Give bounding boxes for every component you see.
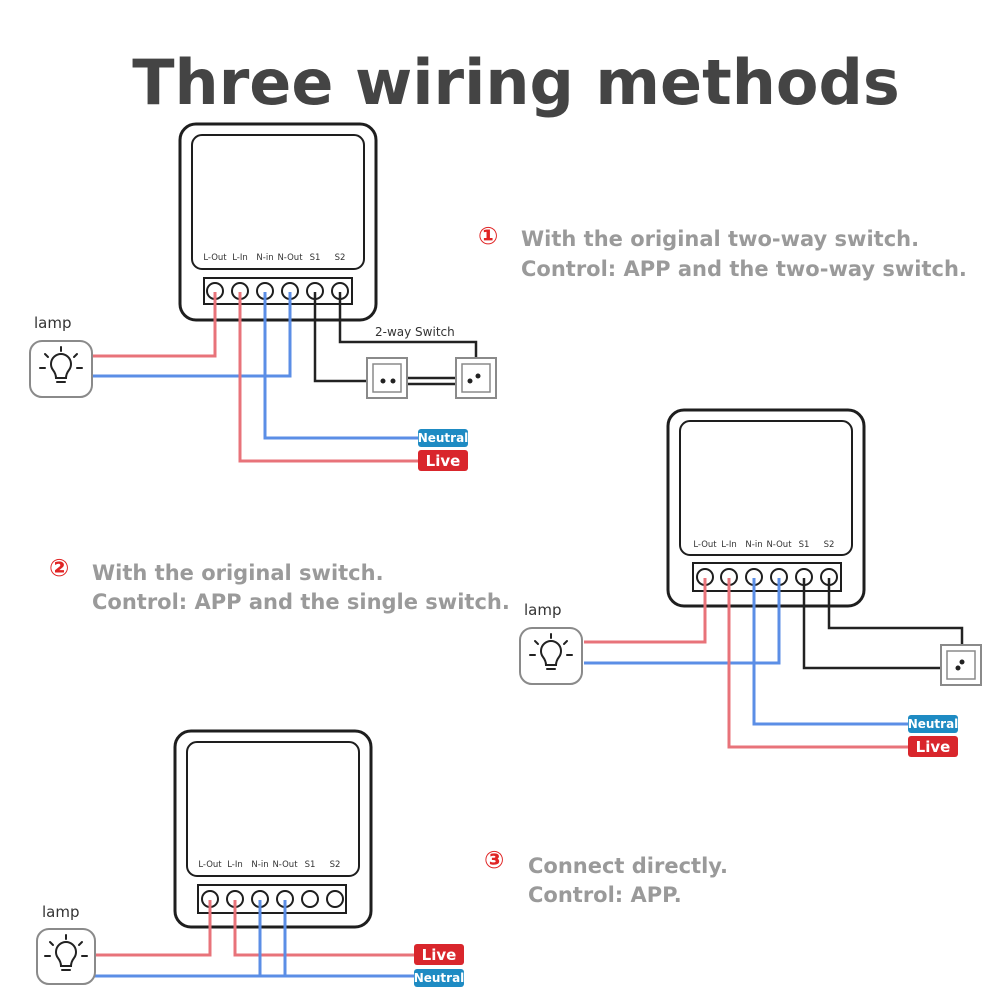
svg-text:S1: S1 bbox=[310, 253, 321, 263]
wire-live-in bbox=[727, 578, 910, 749]
wire-s1 bbox=[313, 292, 380, 383]
method-2-caption: ② With the original switch. Control: APP… bbox=[49, 554, 510, 614]
wire-n-out-to-lamp bbox=[584, 578, 781, 665]
svg-text:N-Out: N-Out bbox=[272, 860, 298, 870]
svg-text:S2: S2 bbox=[330, 860, 341, 870]
wire-neutral-in bbox=[263, 292, 420, 440]
lamp-label: lamp bbox=[524, 601, 562, 619]
wire-l-out-to-lamp bbox=[584, 578, 707, 644]
svg-text:L-Out: L-Out bbox=[198, 860, 222, 870]
method-number: ③ bbox=[484, 846, 504, 874]
live-badge: Live bbox=[414, 944, 464, 965]
svg-text:S2: S2 bbox=[824, 540, 835, 550]
svg-text:N-in: N-in bbox=[256, 253, 273, 263]
neutral-badge: Neutral bbox=[414, 969, 465, 987]
wire-neutral-in bbox=[752, 578, 910, 726]
svg-text:Control: APP.: Control: APP. bbox=[528, 883, 682, 907]
neutral-badge: Neutral bbox=[908, 715, 959, 733]
svg-text:With the original switch.: With the original switch. bbox=[92, 561, 384, 585]
svg-text:N-Out: N-Out bbox=[277, 253, 303, 263]
method-3-diagram: L-Out L-In N-in N-Out S1 S2 lamp bbox=[36, 729, 465, 987]
svg-text:L-Out: L-Out bbox=[203, 253, 227, 263]
svg-text:With the original two-way swit: With the original two-way switch. bbox=[521, 227, 919, 251]
method-1-caption: ① With the original two-way switch. Cont… bbox=[478, 222, 967, 281]
svg-text:L-In: L-In bbox=[232, 253, 248, 263]
live-badge: Live bbox=[418, 450, 468, 471]
smart-switch-module: L-Out L-In N-in N-Out S1 S2 bbox=[173, 729, 373, 929]
lightbulb-icon bbox=[29, 340, 93, 398]
page-title: Three wiring methods bbox=[132, 46, 899, 119]
wire-l-out-to-lamp bbox=[92, 292, 217, 358]
svg-text:L-In: L-In bbox=[721, 540, 737, 550]
terminal-labels: L-Out L-In N-in N-Out S1 S2 bbox=[693, 540, 834, 550]
method-2-diagram: L-Out L-In N-in N-Out S1 S2 bbox=[519, 408, 982, 757]
svg-text:Live: Live bbox=[426, 452, 461, 470]
svg-text:Neutral: Neutral bbox=[414, 971, 465, 985]
method-3-caption: ③ Connect directly. Control: APP. bbox=[484, 846, 728, 907]
svg-text:N-in: N-in bbox=[251, 860, 268, 870]
svg-text:L-In: L-In bbox=[227, 860, 243, 870]
svg-text:Neutral: Neutral bbox=[908, 717, 959, 731]
method-number: ① bbox=[478, 222, 498, 250]
svg-text:Connect directly.: Connect directly. bbox=[528, 854, 728, 878]
lightbulb-icon bbox=[36, 928, 96, 985]
svg-text:Neutral: Neutral bbox=[418, 431, 469, 445]
smart-switch-module: L-Out L-In N-in N-Out S1 S2 bbox=[178, 122, 378, 322]
lightbulb-icon bbox=[519, 627, 583, 685]
svg-text:Live: Live bbox=[422, 946, 457, 964]
svg-text:Control: APP and the single sw: Control: APP and the single switch. bbox=[92, 590, 510, 614]
neutral-badge: Neutral bbox=[418, 429, 469, 447]
wire-n-out-to-lamp bbox=[92, 292, 292, 378]
wire-live-in bbox=[238, 292, 420, 463]
wire-s1 bbox=[802, 578, 958, 670]
terminal-labels: L-Out L-In N-in N-Out S1 S2 bbox=[198, 860, 340, 870]
wall-switch-icon bbox=[940, 644, 982, 686]
lamp-label: lamp bbox=[34, 314, 72, 332]
svg-text:Control: APP and the two-way s: Control: APP and the two-way switch. bbox=[521, 257, 967, 281]
method-1-diagram: L-Out L-In N-in N-Out S1 S2 2-way Switch bbox=[29, 122, 497, 471]
method-number: ② bbox=[49, 554, 69, 582]
live-badge: Live bbox=[908, 736, 958, 757]
svg-text:N-in: N-in bbox=[745, 540, 762, 550]
wire-neutral-in bbox=[258, 900, 420, 978]
svg-text:N-Out: N-Out bbox=[766, 540, 792, 550]
smart-switch-module: L-Out L-In N-in N-Out S1 S2 bbox=[666, 408, 866, 608]
svg-text:S1: S1 bbox=[799, 540, 810, 550]
svg-text:Live: Live bbox=[916, 738, 951, 756]
wire-live-in bbox=[233, 900, 420, 957]
svg-text:L-Out: L-Out bbox=[693, 540, 717, 550]
lamp-label: lamp bbox=[42, 903, 80, 921]
wall-switch-icon bbox=[455, 357, 497, 399]
wall-switch-icon bbox=[366, 357, 408, 399]
terminal-labels: L-Out L-In N-in N-Out S1 S2 bbox=[203, 253, 345, 263]
wire-l-out-to-lamp bbox=[94, 900, 212, 957]
two-way-switch-label: 2-way Switch bbox=[375, 325, 455, 339]
svg-text:S1: S1 bbox=[305, 860, 316, 870]
svg-text:S2: S2 bbox=[335, 253, 346, 263]
